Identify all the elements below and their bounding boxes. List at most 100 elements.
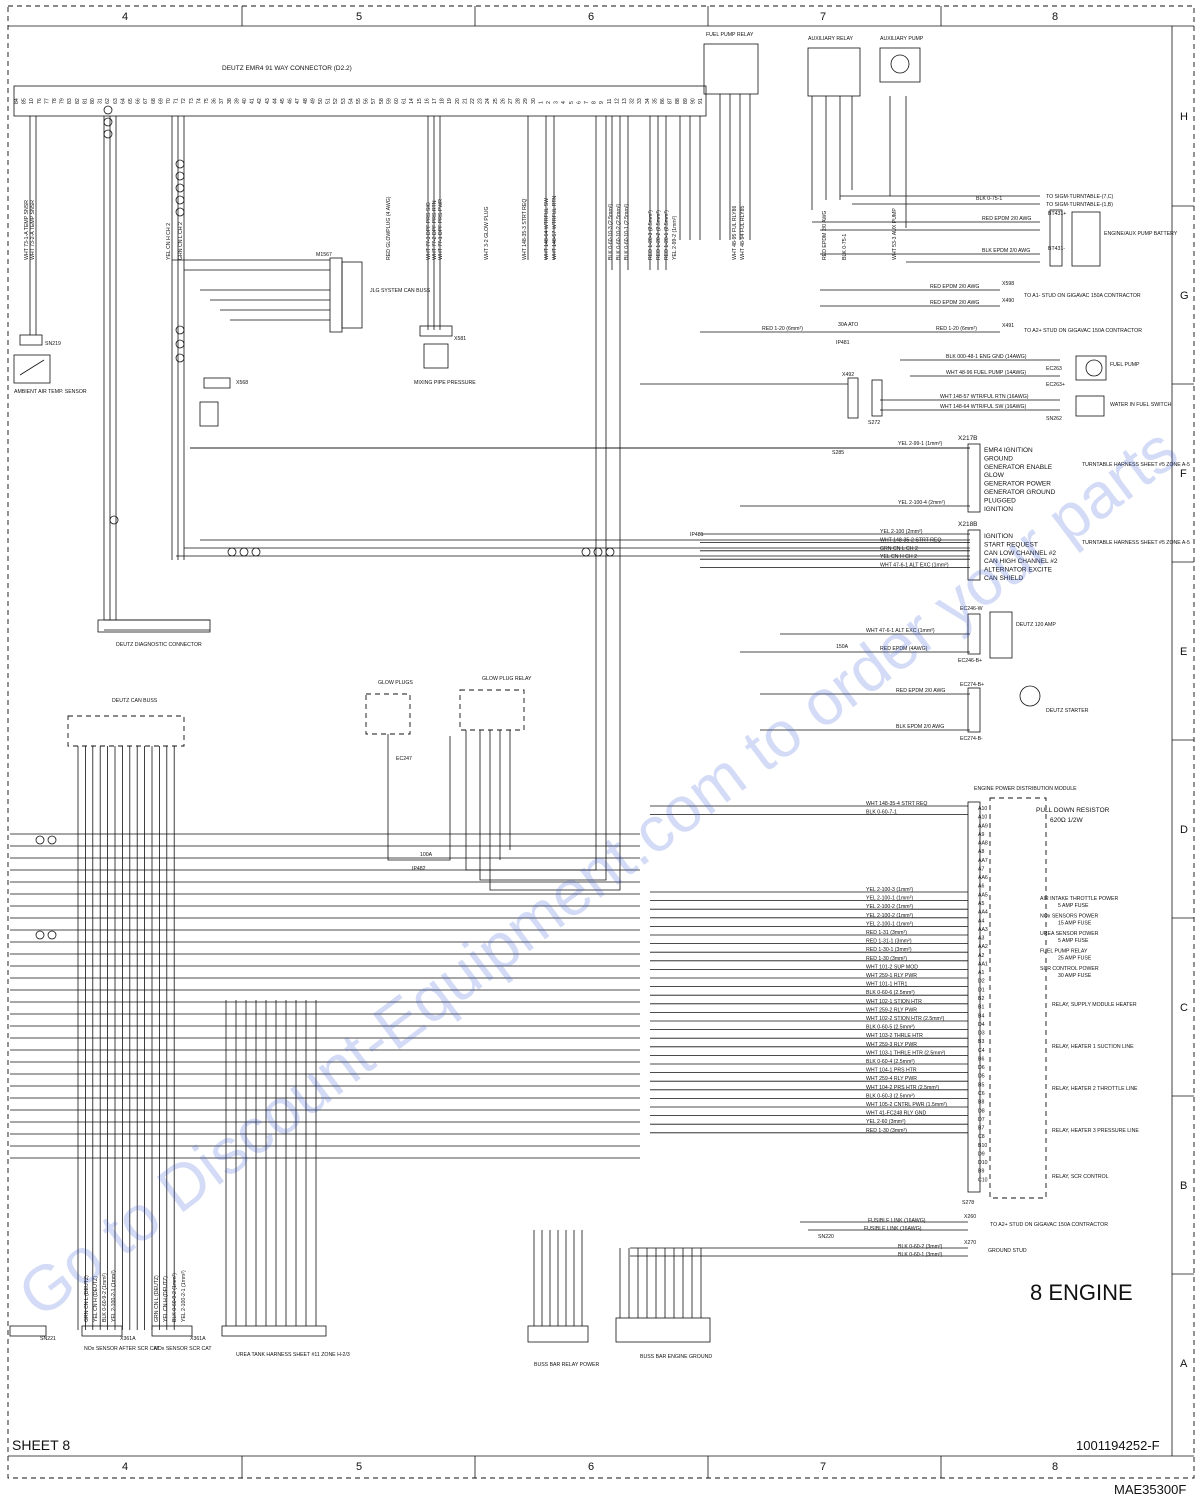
epdm-wire-label: RED 1-30-1 (3mm²) [866, 947, 912, 953]
pin-label: 39 [234, 98, 240, 104]
relay-label: RELAY, SCR CONTROL [1052, 1174, 1109, 1180]
epdm-pin-label: A3 [978, 936, 984, 942]
pin-label: 37 [219, 98, 225, 104]
epdm-wire-label: YEL 2-60 (3mm²) [866, 1119, 906, 1125]
twist-ring [103, 129, 113, 139]
zone-columns-top: 4 5 6 7 8 [122, 6, 1058, 26]
x218b-pin-label: CAN SHIELD [984, 575, 1023, 582]
pin-label: 28 [516, 98, 522, 104]
epdm-wire-label: WHT 104-2 PRS HTR (2.5mm²) [866, 1085, 939, 1091]
twist-ring [175, 171, 185, 181]
svg-text:BLK 0-60-1 (3mm²): BLK 0-60-1 (3mm²) [898, 1252, 943, 1258]
svg-text:EC263+: EC263+ [1046, 382, 1065, 388]
svg-text:DEUTZ 120 AMP: DEUTZ 120 AMP [1016, 622, 1056, 628]
svg-text:RED EPDM 2/0 AWG: RED EPDM 2/0 AWG [930, 284, 979, 290]
pin-label: 72 [181, 98, 187, 104]
pin-label: 67 [143, 98, 149, 104]
svg-text:TURNTABLE HARNESS SHEET #5 ZON: TURNTABLE HARNESS SHEET #5 ZONE A-5 [1082, 540, 1190, 546]
svg-text:TO A2+ STUD ON GIGAVAC 150A CO: TO A2+ STUD ON GIGAVAC 150A CONTRACTOR [990, 1222, 1108, 1228]
pin-label: 68 [151, 98, 157, 104]
fuse-label: FUEL PUMP RELAY [1040, 949, 1088, 955]
svg-text:NOx SENSOR SCR CAT: NOx SENSOR SCR CAT [154, 1346, 212, 1352]
wire-label: RED 1-20-2 (2.5mm²) [656, 210, 662, 260]
svg-text:SN219: SN219 [45, 341, 61, 347]
wire-label: YEL CN H CH 2 [166, 223, 172, 260]
svg-text:X361A: X361A [190, 1336, 206, 1342]
epdm-pin-label: AA9 [978, 823, 988, 829]
pin-label: 91 [698, 98, 704, 104]
wire-label: BLK 0-75-1 [842, 234, 848, 260]
pin-label: 47 [295, 98, 301, 104]
wire-label: WHT 148-57 WTRFUL RTN [552, 196, 558, 260]
bottom-connectors: SN221 NOx SENSOR AFTER SCR CAT X361A NOx… [9, 1317, 712, 1368]
svg-text:X361A: X361A [120, 1336, 136, 1342]
wire-label: BLK 0-60-10-1 (2.5mm²) [624, 204, 630, 260]
twist-ring [175, 207, 185, 217]
epdm-wire-label: YEL 2-100-1 (1mm²) [866, 921, 913, 927]
pin-label: 43 [265, 98, 271, 104]
epdm-wire-label: BLK 0-60-5 (2.5mm²) [866, 1025, 915, 1031]
epdm-pin-label: C6 [978, 1091, 985, 1097]
twist-ring [175, 183, 185, 193]
svg-text:BUSS BAR RELAY POWER: BUSS BAR RELAY POWER [534, 1362, 599, 1368]
wire-label: RED EPDM 2/0 AWG [822, 211, 828, 260]
wire-label: GRN CN L CH 2 [178, 222, 184, 260]
x217b-pin-label: GENERATOR POWER [984, 481, 1051, 488]
pin-label: 75 [204, 98, 210, 104]
pin-label: 74 [196, 98, 202, 104]
ambient-air-temp-sensor: SN219 AMBIENT AIR TEMP. SENSOR [13, 334, 87, 395]
engine-power-distribution-module: ENGINE POWER DISTRIBUTION MODULE S278 PU… [650, 786, 1139, 1206]
wire-label: RED 1-20-3 (2.5mm²) [648, 210, 654, 260]
svg-text:SN262: SN262 [1046, 416, 1062, 422]
pin-label: 49 [310, 98, 316, 104]
row-c: C [1180, 1002, 1188, 1014]
zone-columns-bottom: 4 5 6 7 8 [122, 1456, 1058, 1478]
pin-label: 90 [690, 98, 696, 104]
pin-label: 83 [67, 98, 73, 104]
svg-text:X217B: X217B [958, 435, 978, 442]
svg-text:AUXILIARY RELAY: AUXILIARY RELAY [808, 36, 854, 42]
epdm-wire-label: WHT 259-1 RLY PWR [866, 973, 917, 979]
epdm-pin-label: A2 [978, 953, 984, 959]
row-d: D [1180, 824, 1188, 836]
svg-text:RED 1-20 (6mm²): RED 1-20 (6mm²) [762, 326, 803, 332]
pin-label: 38 [227, 98, 233, 104]
svg-text:S272: S272 [868, 420, 880, 426]
nox-scr-pin-label: YEL CN H (DEUTZ) [163, 1276, 169, 1322]
pin-label: 77 [44, 98, 50, 104]
epdm-pin-label: A8 [978, 849, 984, 855]
watermark-text: Go to Discount-Equipment.com to order yo… [5, 413, 1190, 1331]
pin-label: 9 [599, 101, 605, 104]
pin-label: 1 [538, 101, 544, 104]
epdm-wire-label: WHT 259-3 RLY PWR [866, 1042, 917, 1048]
svg-text:WATER IN FUEL SWITCH: WATER IN FUEL SWITCH [1110, 402, 1171, 408]
twist-ring [47, 930, 57, 940]
pin-label: 51 [326, 98, 332, 104]
epdm-wire-label: WHT 41-FC248 RLY GND [866, 1111, 927, 1117]
twist-ring [175, 159, 185, 169]
svg-text:X492: X492 [842, 372, 854, 378]
fuse-rating: 25 AMP FUSE [1058, 956, 1092, 962]
pin-label: 7 [584, 101, 590, 104]
epdm-wire-label: YEL 2-100-2 (1mm²) [866, 904, 913, 910]
jlg-can-buss: M1567 JLG SYSTEM CAN BUSS [316, 252, 431, 333]
epdm-pin-label: A1 [978, 970, 984, 976]
pin-label: 86 [660, 98, 666, 104]
deutz-starter: RED EPDM 2/0 AWG BLK EPDM 2/0 AWG EC274-… [760, 682, 1089, 742]
pin-label: 50 [318, 98, 324, 104]
svg-text:TO SIGM-TURNTABLE-(1,B): TO SIGM-TURNTABLE-(1,B) [1046, 202, 1113, 208]
pin-label: 85 [22, 98, 28, 104]
pin-label: 54 [348, 98, 354, 104]
wire-label: WHT 148-35-3 STRT REQ [522, 199, 528, 260]
pin-label: 61 [402, 98, 408, 104]
epdm-pin-label: D1 [978, 987, 985, 993]
svg-text:IP481: IP481 [836, 340, 850, 346]
col-5: 5 [356, 11, 362, 23]
fuse-rating: 30 AMP FUSE [1058, 973, 1092, 979]
svg-text:RED EPDM 2/0 AWG: RED EPDM 2/0 AWG [896, 688, 945, 694]
svg-text:GROUND STUD: GROUND STUD [988, 1248, 1027, 1254]
epdm-pin-label: B6 [978, 1056, 984, 1062]
relay-label: RELAY, HEATER 2 THROTTLE LINE [1052, 1086, 1138, 1092]
